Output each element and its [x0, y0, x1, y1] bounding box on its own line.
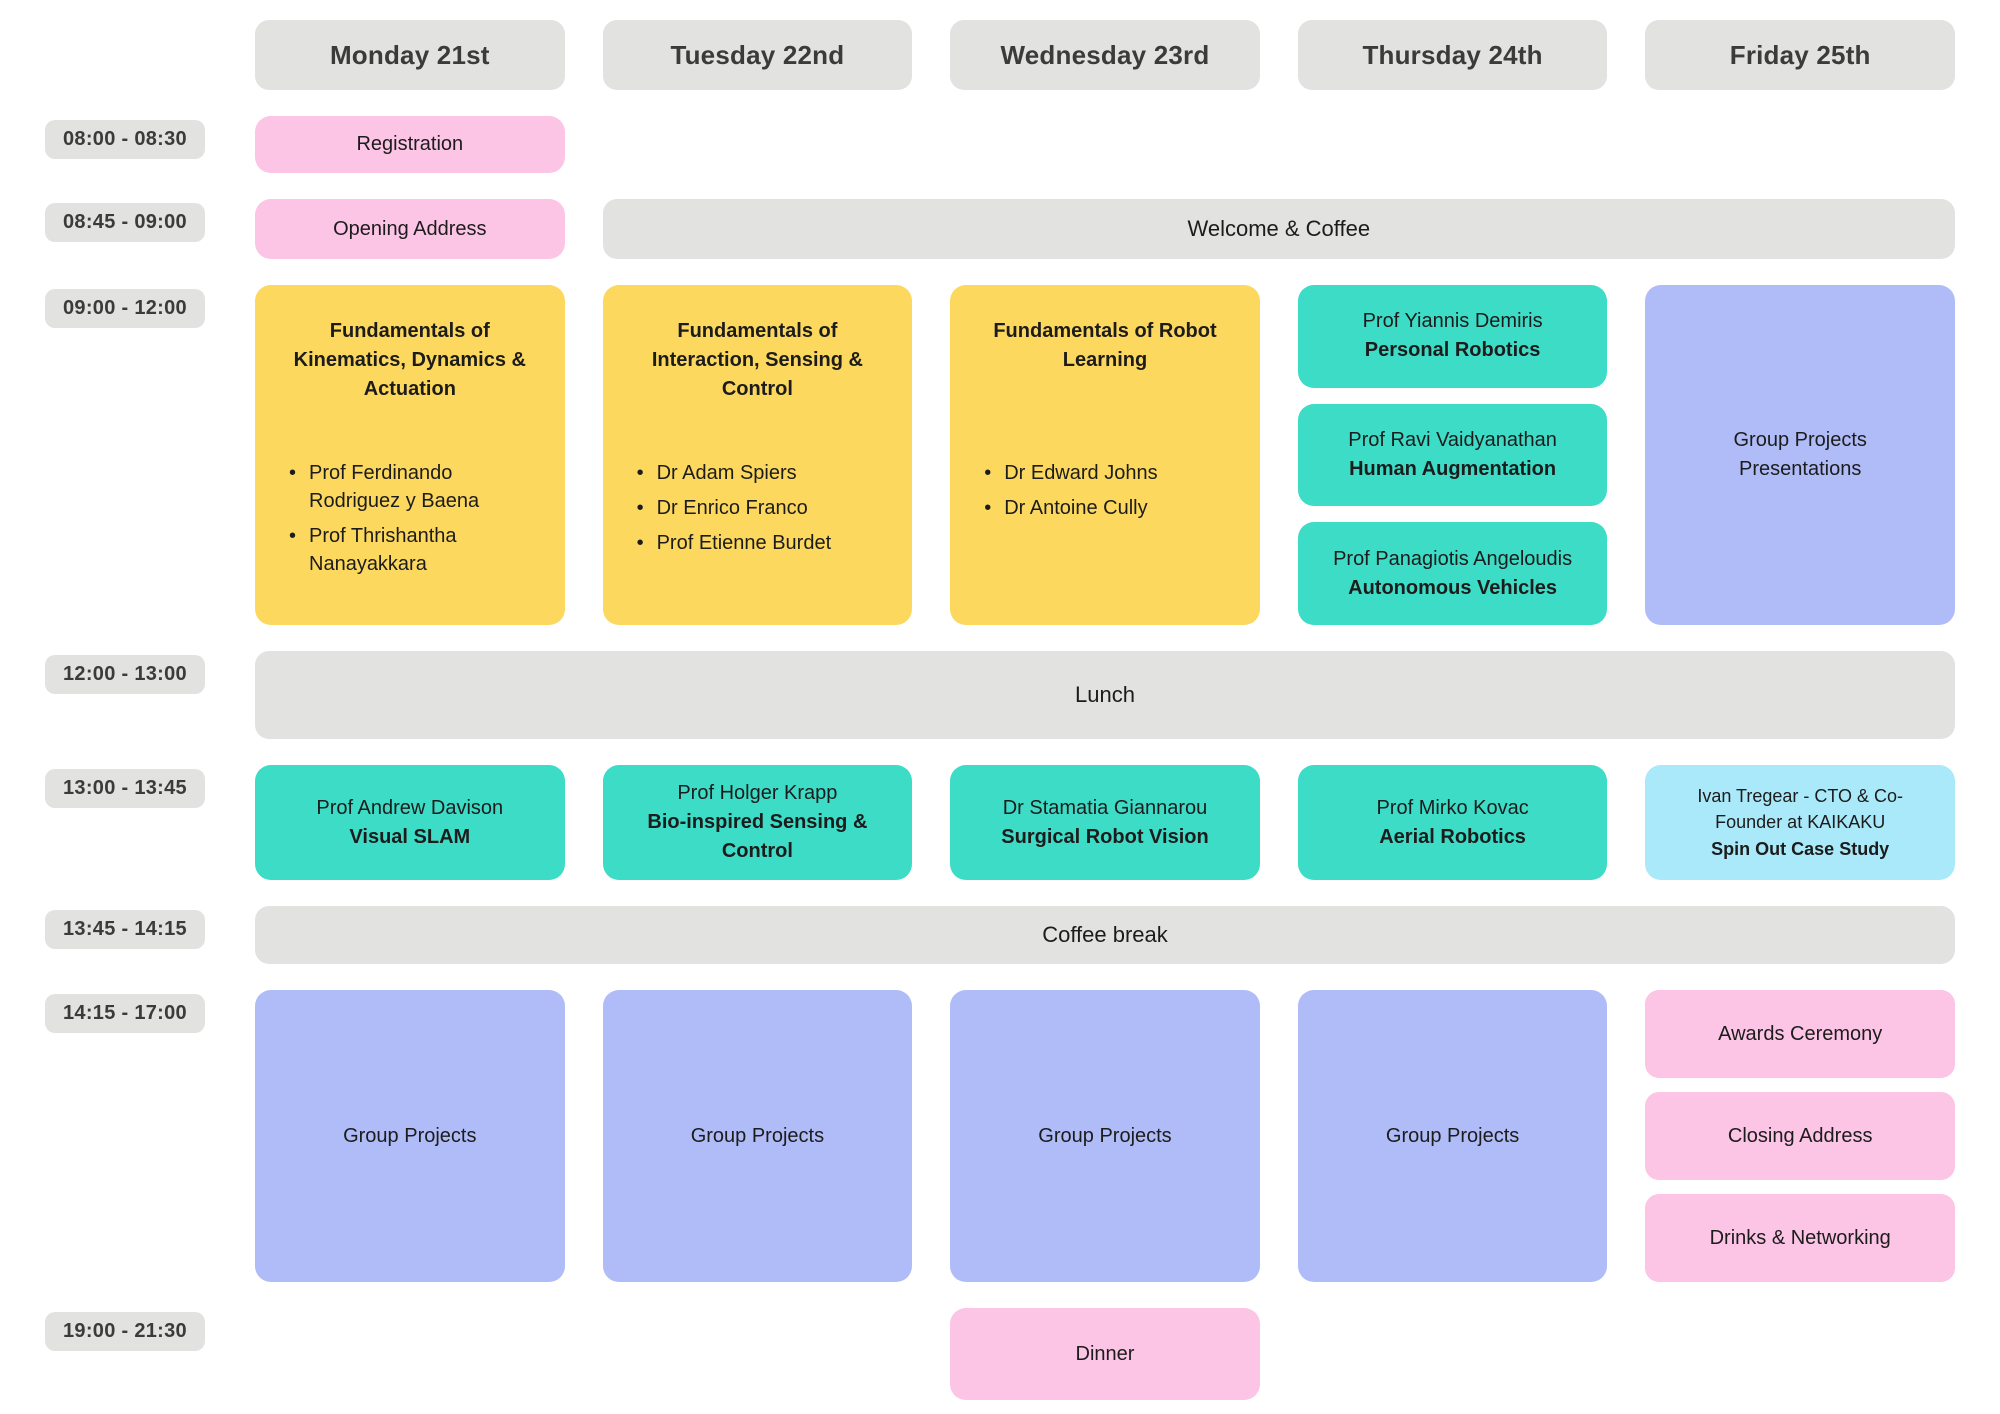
- block-label: Group Projects Presentations: [1733, 429, 1867, 480]
- thursday-talk-block: Prof Yiannis Demiris Personal Robotics: [1297, 285, 1608, 388]
- afternoon-talk-block-kaikaku: Ivan Tregear - CTO & Co-Founder at KAIKA…: [1645, 765, 1955, 880]
- speaker-item: Dr Adam Spiers: [629, 459, 887, 487]
- dinner-block: Dinner: [950, 1308, 1260, 1400]
- group-projects-presentations-block: Group Projects Presentations: [1645, 285, 1955, 625]
- talk-speaker: Prof Panagiotis Angeloudis: [1333, 547, 1573, 570]
- time-slot-1300: 13:00 - 13:45: [45, 765, 217, 880]
- opening-address-block: Opening Address: [255, 199, 565, 259]
- thursday-talk-block: Prof Ravi Vaidyanathan Human Augmentatio…: [1297, 403, 1608, 507]
- lunch-bar: Lunch: [255, 651, 1955, 739]
- time-slot-0845: 08:45 - 09:00: [45, 199, 217, 259]
- time-pill: 13:45 - 14:15: [45, 910, 205, 949]
- talk-speaker: Prof Holger Krapp: [677, 782, 838, 804]
- group-projects-block: Group Projects: [255, 990, 565, 1282]
- talk-topic: Visual SLAM: [349, 825, 471, 848]
- speaker-list: Dr Edward Johns Dr Antoine Cully: [976, 459, 1234, 529]
- tuesday-lecture-block: Fundamentals of Interaction, Sensing & C…: [602, 285, 913, 625]
- time-pill: 08:45 - 09:00: [45, 203, 205, 242]
- time-pill: 14:15 - 17:00: [45, 994, 205, 1033]
- time-pill: 19:00 - 21:30: [45, 1312, 205, 1351]
- time-pill: 09:00 - 12:00: [45, 289, 205, 328]
- day-header-friday: Friday 25th: [1645, 20, 1955, 90]
- talk-topic: Personal Robotics: [1364, 339, 1541, 362]
- thursday-talk-block: Prof Panagiotis Angeloudis Autonomous Ve…: [1297, 522, 1608, 626]
- friday-closing-stack: Awards Ceremony Closing Address Drinks &…: [1645, 990, 1955, 1282]
- time-slot-1345: 13:45 - 14:15: [45, 906, 217, 964]
- closing-address-block: Closing Address: [1645, 1092, 1955, 1180]
- lecture-title: Fundamentals of Kinematics, Dynamics & A…: [293, 320, 526, 400]
- talk-topic: Surgical Robot Vision: [1001, 825, 1209, 848]
- registration-block: Registration: [255, 116, 565, 173]
- welcome-coffee-bar: Welcome & Coffee: [602, 199, 1955, 259]
- day-header-monday: Monday 21st: [255, 20, 565, 90]
- afternoon-talk-block: Prof Andrew Davison Visual SLAM: [255, 765, 565, 880]
- speaker-item: Prof Ferdinando Rodriguez y Baena: [281, 459, 539, 515]
- speaker-item: Prof Thrishantha Nanayakkara: [281, 522, 539, 578]
- talk-topic: Bio-inspired Sensing & Control: [647, 811, 868, 862]
- talk-speaker: Prof Yiannis Demiris: [1362, 310, 1543, 333]
- talk-speaker: Prof Andrew Davison: [316, 796, 504, 819]
- day-header-wednesday: Wednesday 23rd: [950, 20, 1260, 90]
- time-pill: 08:00 - 08:30: [45, 120, 205, 159]
- speaker-item: Dr Edward Johns: [976, 459, 1234, 487]
- talk-topic: Autonomous Vehicles: [1348, 576, 1558, 599]
- group-projects-block: Group Projects: [602, 990, 913, 1282]
- time-slot-1415: 14:15 - 17:00: [45, 990, 217, 1282]
- afternoon-talk-block: Dr Stamatia Giannarou Surgical Robot Vis…: [950, 765, 1260, 880]
- wednesday-lecture-block: Fundamentals of Robot Learning Dr Edward…: [950, 285, 1260, 625]
- speaker-item: Dr Enrico Franco: [629, 494, 887, 522]
- day-header-thursday: Thursday 24th: [1297, 20, 1608, 90]
- coffee-break-bar: Coffee break: [255, 906, 1955, 964]
- time-slot-0900: 09:00 - 12:00: [45, 285, 217, 625]
- speaker-list: Dr Adam Spiers Dr Enrico Franco Prof Eti…: [629, 459, 887, 564]
- talk-topic: Aerial Robotics: [1379, 825, 1526, 848]
- thursday-talks-stack: Prof Yiannis Demiris Personal Robotics P…: [1297, 285, 1608, 626]
- lecture-title: Fundamentals of Robot Learning: [993, 320, 1217, 371]
- awards-ceremony-block: Awards Ceremony: [1645, 990, 1955, 1078]
- group-projects-block: Group Projects: [1297, 990, 1608, 1282]
- monday-lecture-block: Fundamentals of Kinematics, Dynamics & A…: [255, 285, 565, 625]
- speaker-item: Dr Antoine Cully: [976, 494, 1234, 522]
- talk-speaker: Ivan Tregear - CTO & Co-Founder at KAIKA…: [1697, 786, 1904, 833]
- lecture-title: Fundamentals of Interaction, Sensing & C…: [651, 320, 863, 400]
- time-pill: 13:00 - 13:45: [45, 769, 205, 808]
- afternoon-talk-block: Prof Holger Krapp Bio-inspired Sensing &…: [602, 765, 913, 880]
- speaker-item: Prof Etienne Burdet: [629, 529, 887, 557]
- time-slot-1900: 19:00 - 21:30: [45, 1308, 217, 1400]
- group-projects-block: Group Projects: [950, 990, 1260, 1282]
- talk-speaker: Prof Ravi Vaidyanathan: [1348, 429, 1557, 451]
- time-slot-1200: 12:00 - 13:00: [45, 651, 217, 739]
- drinks-networking-block: Drinks & Networking: [1645, 1194, 1955, 1282]
- talk-topic: Human Augmentation: [1349, 458, 1557, 480]
- talk-topic: Spin Out Case Study: [1711, 838, 1890, 859]
- afternoon-talk-block: Prof Mirko Kovac Aerial Robotics: [1297, 765, 1608, 880]
- time-slot-0800: 08:00 - 08:30: [45, 116, 217, 173]
- day-header-tuesday: Tuesday 22nd: [602, 20, 913, 90]
- talk-speaker: Dr Stamatia Giannarou: [1002, 796, 1208, 819]
- talk-speaker: Prof Mirko Kovac: [1376, 796, 1529, 819]
- time-pill: 12:00 - 13:00: [45, 655, 205, 694]
- speaker-list: Prof Ferdinando Rodriguez y Baena Prof T…: [281, 459, 539, 585]
